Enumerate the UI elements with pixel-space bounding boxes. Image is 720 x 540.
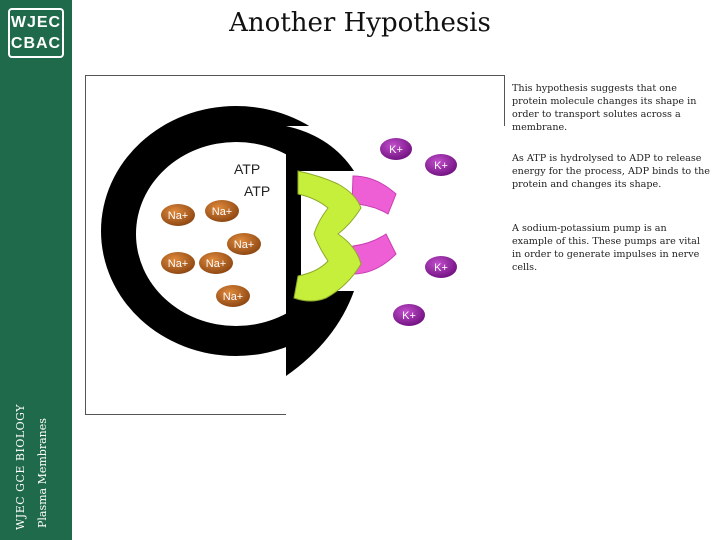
sodium-ion: Na+ (205, 200, 239, 222)
sodium-ion-label: Na+ (212, 206, 233, 218)
course-label: WJEC GCE BIOLOGY (14, 403, 27, 530)
pump-example-paragraph: A sodium-potassium pump is an example of… (512, 223, 700, 273)
sodium-ion: Na+ (216, 285, 250, 307)
sodium-ion-label: Na+ (168, 258, 189, 270)
potassium-ion-label: K+ (434, 160, 448, 172)
sodium-ion: Na+ (199, 252, 233, 274)
sodium-ion-label: Na+ (223, 291, 244, 303)
sodium-ion-label: Na+ (168, 210, 189, 222)
slide-title: Another Hypothesis (229, 8, 491, 38)
wjec-cbac-logo: WJEC CBAC (8, 8, 64, 58)
potassium-ion: K+ (380, 138, 412, 160)
sodium-ion: Na+ (161, 204, 195, 226)
hypothesis-paragraph: This hypothesis suggests that one protei… (512, 83, 697, 133)
sodium-ion-label: Na+ (234, 239, 255, 251)
potassium-ion-label: K+ (389, 144, 403, 156)
carrier-site-lower (352, 233, 397, 275)
sidebar: WJEC CBAC WJEC GCE BIOLOGY Plasma Membra… (0, 0, 72, 540)
potassium-ion: K+ (425, 256, 457, 278)
atp-label: ATP (234, 161, 260, 177)
pump-protein (293, 170, 362, 302)
topic-label: Plasma Membranes (36, 418, 49, 528)
potassium-ion-label: K+ (434, 262, 448, 274)
atp-label: ATP (244, 183, 270, 199)
pump-illustration: ATP ATP Na+ Na+ Na+ Na+ Na+ Na+ (101, 106, 506, 416)
potassium-ion: K+ (393, 304, 425, 326)
logo-line-2: CBAC (10, 35, 62, 52)
sodium-ion: Na+ (227, 233, 261, 255)
potassium-ion-label: K+ (402, 310, 416, 322)
sodium-ion: Na+ (161, 252, 195, 274)
sodium-potassium-pump-diagram: ATP ATP Na+ Na+ Na+ Na+ Na+ Na+ (85, 75, 506, 416)
sodium-ion-label: Na+ (206, 258, 227, 270)
potassium-ion: K+ (425, 154, 457, 176)
atp-paragraph: As ATP is hydrolysed to ADP to release e… (512, 153, 710, 190)
logo-line-1: WJEC (10, 14, 62, 31)
